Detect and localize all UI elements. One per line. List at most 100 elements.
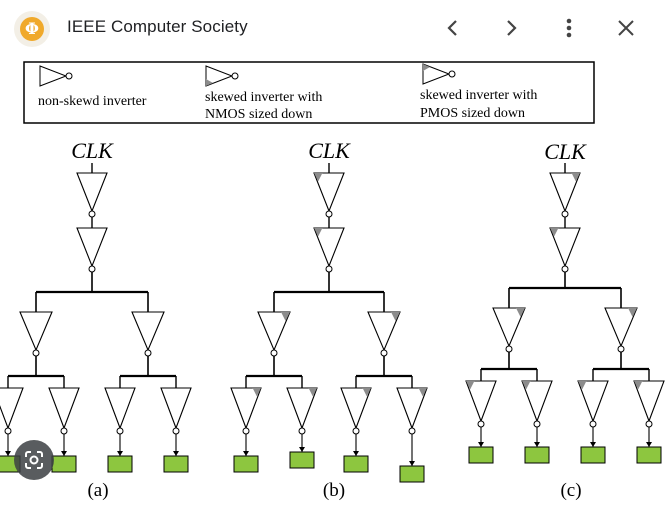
arrow-head bbox=[353, 451, 359, 456]
load-box bbox=[51, 455, 77, 473]
arrow-head bbox=[646, 442, 652, 447]
arrow-head bbox=[478, 442, 484, 447]
inverter-bubble bbox=[4, 427, 12, 435]
load-box bbox=[399, 465, 425, 483]
legend-box bbox=[23, 61, 595, 124]
inverter-shade bbox=[550, 228, 559, 237]
inverter bbox=[19, 311, 53, 352]
ieee-logo-icon: Φ bbox=[20, 17, 44, 41]
inverter-shade bbox=[391, 312, 400, 321]
inverter bbox=[340, 387, 372, 430]
inverter bbox=[160, 387, 192, 430]
inverter-bubble bbox=[477, 420, 485, 428]
arrow-head bbox=[243, 451, 249, 456]
inverter bbox=[521, 380, 553, 423]
load-box bbox=[343, 455, 369, 473]
inverter bbox=[313, 227, 345, 268]
inverter-shade bbox=[571, 173, 580, 182]
inverter-bubble bbox=[32, 349, 40, 357]
chevron-right-icon bbox=[507, 20, 517, 36]
inverter-shade bbox=[628, 308, 637, 317]
inverter bbox=[0, 387, 24, 430]
legend-inverter-bubble bbox=[231, 72, 239, 80]
inverter-shade bbox=[252, 388, 261, 397]
inverter-bubble bbox=[242, 427, 250, 435]
back-button[interactable] bbox=[438, 14, 468, 42]
inverter bbox=[367, 311, 401, 352]
inverter bbox=[492, 307, 526, 348]
clk-label-b: CLK bbox=[308, 138, 351, 163]
chevron-left-icon bbox=[447, 20, 457, 36]
inverter-bubble bbox=[380, 349, 388, 357]
clk-label-c: CLK bbox=[544, 139, 587, 164]
inverter bbox=[131, 311, 165, 352]
inverter bbox=[633, 380, 665, 423]
visual-search-button[interactable] bbox=[14, 440, 54, 480]
inverter-shade bbox=[578, 381, 587, 390]
inverter-bubble bbox=[617, 345, 625, 353]
inverter bbox=[76, 227, 108, 268]
inverter-bubble bbox=[561, 265, 569, 273]
load-box bbox=[580, 446, 606, 464]
close-icon bbox=[618, 20, 634, 36]
legend-label-1: non-skewd inverter bbox=[38, 94, 147, 109]
inverter bbox=[396, 387, 428, 430]
inverter-shade bbox=[522, 381, 531, 390]
inverter-bubble bbox=[298, 427, 306, 435]
load-box bbox=[107, 455, 133, 473]
legend-inverter bbox=[39, 65, 68, 87]
inverter-shade bbox=[516, 308, 525, 317]
inverter-shade bbox=[466, 381, 475, 390]
arrow-head bbox=[409, 461, 415, 466]
more-vert-icon bbox=[566, 18, 572, 38]
inverter-bubble bbox=[561, 210, 569, 218]
arrow-head bbox=[117, 451, 123, 456]
inverter-bubble bbox=[88, 265, 96, 273]
inverter-bubble bbox=[533, 420, 541, 428]
inverter bbox=[577, 380, 609, 423]
inverter-bubble bbox=[116, 427, 124, 435]
arrow-head bbox=[61, 451, 67, 456]
legend-label-3b: PMOS sized down bbox=[420, 106, 525, 121]
inverter-bubble bbox=[589, 420, 597, 428]
close-button[interactable] bbox=[611, 14, 641, 42]
inverter-shade bbox=[362, 388, 371, 397]
inverter bbox=[76, 172, 108, 213]
inverter-shade bbox=[314, 173, 323, 182]
inverter bbox=[286, 387, 318, 430]
load-box bbox=[163, 455, 189, 473]
inverter-shade bbox=[308, 388, 317, 397]
arrow-head bbox=[5, 451, 11, 456]
inverter-shade bbox=[634, 381, 643, 390]
inverter bbox=[313, 172, 345, 213]
google-lens-icon bbox=[25, 451, 43, 469]
arrow-head bbox=[534, 442, 540, 447]
top-bar: Φ IEEE Computer Society bbox=[0, 0, 668, 56]
legend-inverter bbox=[422, 63, 451, 85]
legend-icon-pmos bbox=[422, 63, 456, 85]
clock-tree-figure: non-skewd inverter skewed inverter with … bbox=[0, 56, 668, 508]
load-box bbox=[636, 446, 662, 464]
legend-label-2a: skewed inverter with bbox=[205, 90, 322, 105]
legend-inverter-shade bbox=[423, 64, 430, 71]
inverter-bubble bbox=[270, 349, 278, 357]
inverter bbox=[48, 387, 80, 430]
load-box bbox=[233, 455, 259, 473]
clock-tree-c bbox=[465, 163, 665, 464]
inverter-bubble bbox=[505, 345, 513, 353]
inverter-bubble bbox=[408, 427, 416, 435]
forward-button[interactable] bbox=[496, 14, 526, 42]
legend-label-2b: NMOS sized down bbox=[205, 107, 312, 122]
inverter-bubble bbox=[352, 427, 360, 435]
inverter-bubble bbox=[88, 210, 96, 218]
more-options-button[interactable] bbox=[554, 14, 584, 42]
inverter-bubble bbox=[325, 210, 333, 218]
legend-inverter bbox=[205, 65, 234, 87]
clock-tree-diagram: non-skewd inverter skewed inverter with … bbox=[0, 61, 665, 501]
load-box bbox=[524, 446, 550, 464]
inverter-shade bbox=[281, 312, 290, 321]
arrow-head bbox=[173, 451, 179, 456]
inverter bbox=[549, 227, 581, 268]
arrow-head bbox=[299, 447, 305, 452]
inverter bbox=[604, 307, 638, 348]
